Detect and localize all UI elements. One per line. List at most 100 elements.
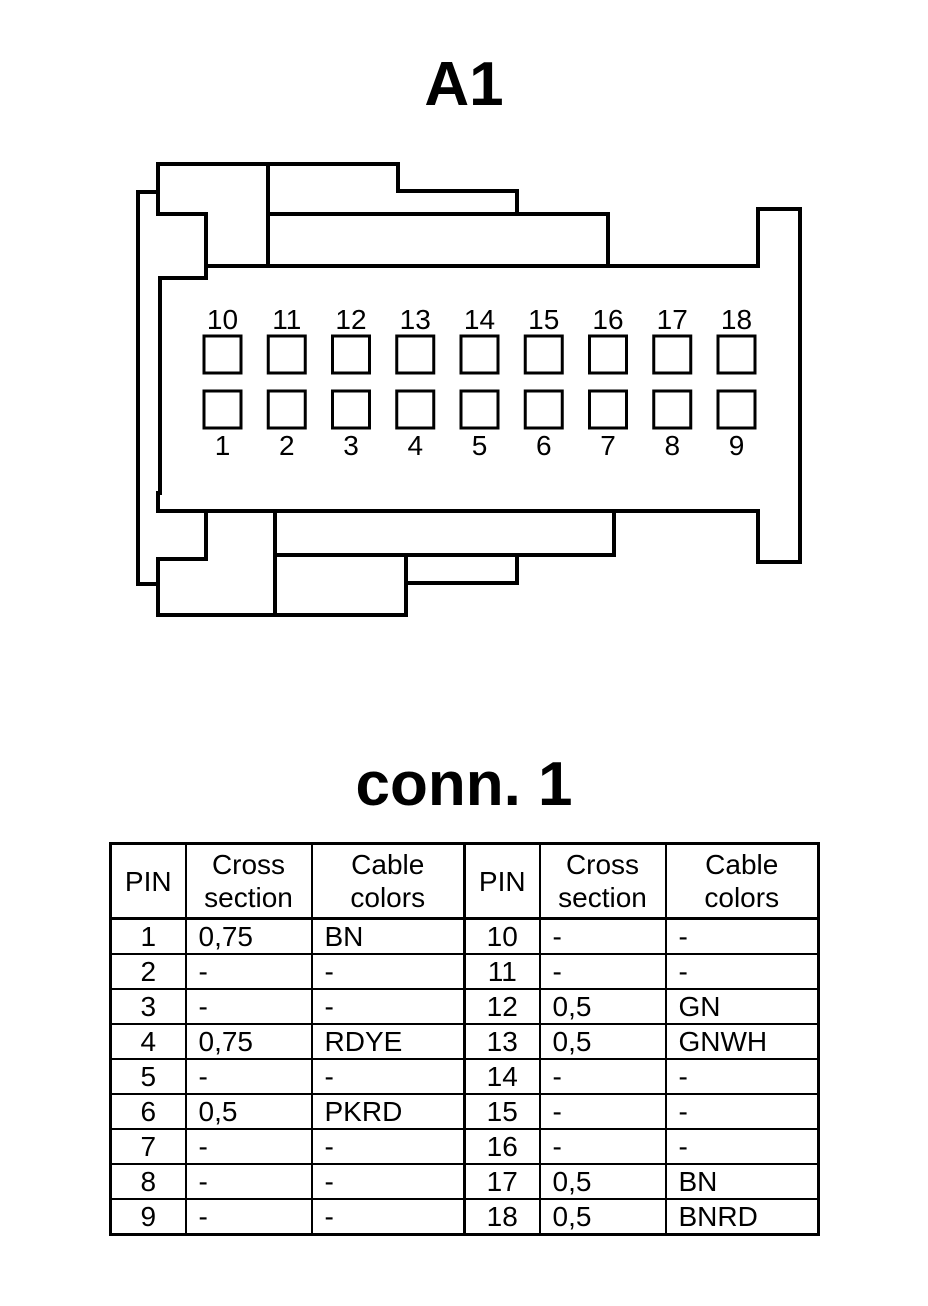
pin-cell: 2 xyxy=(109,953,187,990)
pin-cell: 10 xyxy=(463,917,541,955)
cable-color-cell: - xyxy=(310,1163,466,1200)
pin-7-label: 7 xyxy=(600,430,616,461)
cross-section-cell: - xyxy=(184,988,313,1025)
pin-3-cavity xyxy=(331,389,371,430)
cable-color-cell: GN xyxy=(664,988,820,1025)
cable-color-cell: - xyxy=(310,1198,466,1236)
pin-cell: 13 xyxy=(463,1023,541,1060)
header-pin: PIN xyxy=(109,842,187,920)
table-row: 7--16-- xyxy=(109,1128,820,1165)
connector-title: A1 xyxy=(424,50,504,119)
cross-section-cell: 0,5 xyxy=(184,1093,313,1130)
cross-section-cell: - xyxy=(184,1058,313,1095)
cross-section-cell: - xyxy=(184,1163,313,1200)
cross-section-cell: 0,5 xyxy=(538,1023,667,1060)
cable-color-cell: GNWH xyxy=(664,1023,820,1060)
pin-13-label: 13 xyxy=(400,304,431,335)
pin-cell: 9 xyxy=(109,1198,187,1236)
pin-2-label: 2 xyxy=(279,430,295,461)
pin-5-cavity xyxy=(459,389,500,430)
pin-16-cavity xyxy=(588,334,628,375)
cross-section-cell: - xyxy=(538,953,667,990)
pin-1-label: 1 xyxy=(215,430,231,461)
cross-section-cell: - xyxy=(184,1198,313,1236)
pin-8-label: 8 xyxy=(664,430,680,461)
pin-cell: 1 xyxy=(109,917,187,955)
cross-section-cell: - xyxy=(538,1093,667,1130)
pin-cell: 3 xyxy=(109,988,187,1025)
cable-color-cell: RDYE xyxy=(310,1023,466,1060)
pin-10-cavity xyxy=(202,334,243,375)
cable-color-cell: - xyxy=(664,953,820,990)
pin-4-cavity xyxy=(395,389,436,430)
cable-color-cell: - xyxy=(664,1128,820,1165)
connector-left-latch xyxy=(136,190,158,586)
pin-cell: 5 xyxy=(109,1058,187,1095)
cable-color-cell: - xyxy=(310,988,466,1025)
pin-3-label: 3 xyxy=(343,430,359,461)
cable-color-cell: BN xyxy=(664,1163,820,1200)
pin-cell: 8 xyxy=(109,1163,187,1200)
pin-12-cavity xyxy=(331,334,371,375)
pin-7-cavity xyxy=(588,389,628,430)
table-row: 2--11-- xyxy=(109,953,820,990)
pin-11-label: 11 xyxy=(272,304,301,335)
cross-section-cell: 0,5 xyxy=(538,1163,667,1200)
cable-color-cell: - xyxy=(310,1058,466,1095)
pin-17-label: 17 xyxy=(657,304,688,335)
pin-cell: 7 xyxy=(109,1128,187,1165)
pin-15-label: 15 xyxy=(528,304,559,335)
pin-cell: 16 xyxy=(463,1128,541,1165)
pin-14-cavity xyxy=(459,334,500,375)
pin-cell: 14 xyxy=(463,1058,541,1095)
cross-section-cell: 0,5 xyxy=(538,1198,667,1236)
pin-18-cavity xyxy=(716,334,757,375)
pin-cell: 6 xyxy=(109,1093,187,1130)
pin-18-label: 18 xyxy=(721,304,752,335)
pin-13-cavity xyxy=(395,334,436,375)
pin-9-cavity xyxy=(716,389,757,430)
pin-9-label: 9 xyxy=(729,430,745,461)
cable-color-cell: BNRD xyxy=(664,1198,820,1236)
table-title: conn. 1 xyxy=(355,750,573,819)
pin-17-cavity xyxy=(652,334,693,375)
pin-5-label: 5 xyxy=(472,430,488,461)
cable-color-cell: - xyxy=(664,1058,820,1095)
cross-section-cell: - xyxy=(184,1128,313,1165)
pin-12-label: 12 xyxy=(335,304,366,335)
cross-section-cell: - xyxy=(538,1058,667,1095)
table-row: 5--14-- xyxy=(109,1058,820,1095)
pin-15-cavity xyxy=(523,334,564,375)
cross-section-cell: - xyxy=(184,953,313,990)
cross-section-cell: 0,75 xyxy=(184,917,313,955)
cable-color-cell: - xyxy=(310,953,466,990)
pin-14-label: 14 xyxy=(464,304,495,335)
pin-cell: 11 xyxy=(463,953,541,990)
pin-cell: 15 xyxy=(463,1093,541,1130)
pin-1-cavity xyxy=(202,389,243,430)
header-pin: PIN xyxy=(463,842,541,920)
cross-section-cell: 0,75 xyxy=(184,1023,313,1060)
cable-color-cell: - xyxy=(310,1128,466,1165)
pin-cell: 18 xyxy=(463,1198,541,1236)
pin-6-label: 6 xyxy=(536,430,552,461)
cable-color-cell: - xyxy=(664,917,820,955)
pin-8-cavity xyxy=(652,389,693,430)
cable-color-cell: - xyxy=(664,1093,820,1130)
pin-6-cavity xyxy=(523,389,564,430)
pin-4-label: 4 xyxy=(407,430,423,461)
